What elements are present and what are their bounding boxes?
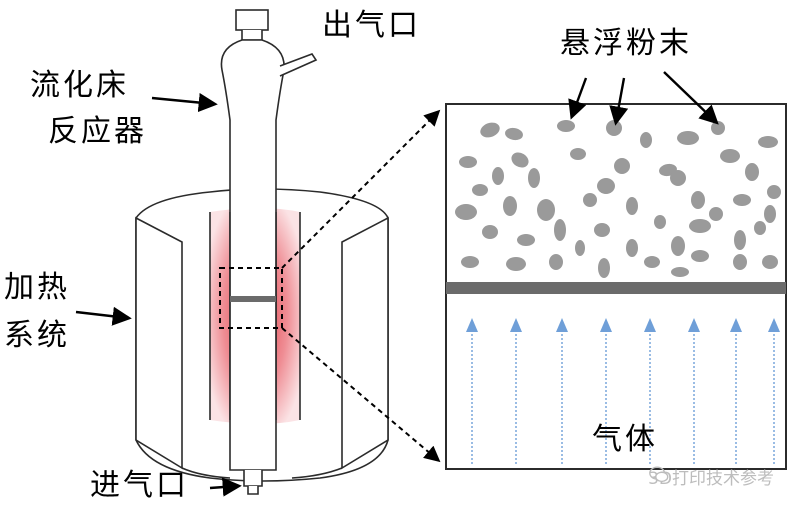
powder-particle <box>517 234 535 246</box>
powder-particle <box>711 121 725 135</box>
powder-pointer-2 <box>609 77 629 126</box>
outlet-label: 出气口 <box>322 8 421 43</box>
gas-arrow <box>688 318 700 464</box>
powder-particle <box>537 199 555 221</box>
powder-particle <box>528 168 540 188</box>
gas-arrow <box>644 318 656 464</box>
powder-particle <box>626 239 638 257</box>
powder-label: 悬浮粉末 <box>560 26 692 61</box>
powder-pointer-3 <box>663 71 719 125</box>
powder-particle <box>575 240 585 256</box>
powder-particle <box>733 254 747 270</box>
gas-arrow <box>556 318 568 464</box>
powder-particle <box>492 167 504 185</box>
powder-particle <box>583 193 597 207</box>
gas-arrow <box>466 318 478 464</box>
chat-bubble-icon <box>649 466 669 483</box>
powder-particle <box>461 256 479 268</box>
gas-arrow <box>768 318 780 464</box>
inlet-label: 进气口 <box>90 468 189 503</box>
powder-particle <box>606 120 622 136</box>
heating-label-line1: 加热 <box>4 270 70 305</box>
reactor-outlet-arm <box>279 53 318 77</box>
powder-particle <box>767 185 781 199</box>
heating-label-line2: 系统 <box>4 318 70 353</box>
distributor-plate-small <box>230 296 276 302</box>
distributor-plate <box>446 282 786 294</box>
powder-pointer-1 <box>568 77 588 120</box>
gas-flow-arrows <box>466 318 780 464</box>
zoom-line-bottom <box>281 327 441 463</box>
powder-particle <box>677 131 699 145</box>
powder-particle <box>614 158 630 174</box>
powder-particle <box>671 236 685 256</box>
powder-particle <box>734 230 746 250</box>
inlet-pointer <box>209 477 242 497</box>
reactor-inlet-nozzle <box>243 470 263 487</box>
powder-particle <box>709 207 723 221</box>
reactor-label-line1: 流化床 <box>30 68 129 103</box>
reactor-cap <box>235 9 269 31</box>
reactor-label-line2: 反应器 <box>48 114 147 149</box>
heating-pointer <box>75 306 132 326</box>
powder-particle <box>597 178 615 194</box>
powder-particle <box>689 219 711 233</box>
powder-particle <box>764 205 776 223</box>
powder-particle <box>480 122 500 138</box>
powder-particle <box>455 204 477 220</box>
reactor-pointer <box>151 92 218 113</box>
powder-particle <box>549 254 563 270</box>
powder-particle <box>505 127 523 141</box>
gas-arrow <box>510 318 522 464</box>
powder-particle <box>691 191 705 209</box>
powder-particle <box>754 221 766 235</box>
powder-particles <box>455 120 781 278</box>
powder-particle <box>758 136 778 148</box>
powder-particle <box>733 194 751 206</box>
powder-particle <box>570 148 586 160</box>
powder-particle <box>594 223 610 237</box>
powder-particle <box>654 215 666 229</box>
powder-particle <box>745 163 759 181</box>
heating-bottom-rim <box>135 439 389 482</box>
powder-particle <box>670 170 686 186</box>
heating-cut-left <box>135 216 183 470</box>
powder-particle <box>640 132 652 148</box>
powder-particle <box>626 197 638 215</box>
watermark-text: 3D打印技术参考 <box>648 469 774 489</box>
heating-cut-right <box>341 216 389 470</box>
powder-particle <box>691 250 709 262</box>
powder-particle <box>720 149 740 163</box>
zoom-region <box>219 267 283 329</box>
powder-particle <box>762 255 778 269</box>
powder-particle <box>459 156 477 168</box>
powder-particle <box>598 258 610 278</box>
powder-particle <box>557 120 575 132</box>
powder-particle <box>644 256 660 268</box>
zoom-line-top <box>281 109 441 269</box>
powder-particle <box>472 184 488 196</box>
powder-particle <box>482 225 498 239</box>
powder-particle <box>671 267 689 277</box>
powder-particle <box>506 257 526 271</box>
gas-arrow <box>730 318 742 464</box>
gas-arrow <box>600 318 612 464</box>
powder-particle <box>511 152 529 168</box>
watermark: 3D打印技术参考 <box>648 464 774 489</box>
powder-particle <box>503 196 517 216</box>
powder-particle <box>554 219 566 241</box>
gas-label: 气体 <box>592 422 658 457</box>
